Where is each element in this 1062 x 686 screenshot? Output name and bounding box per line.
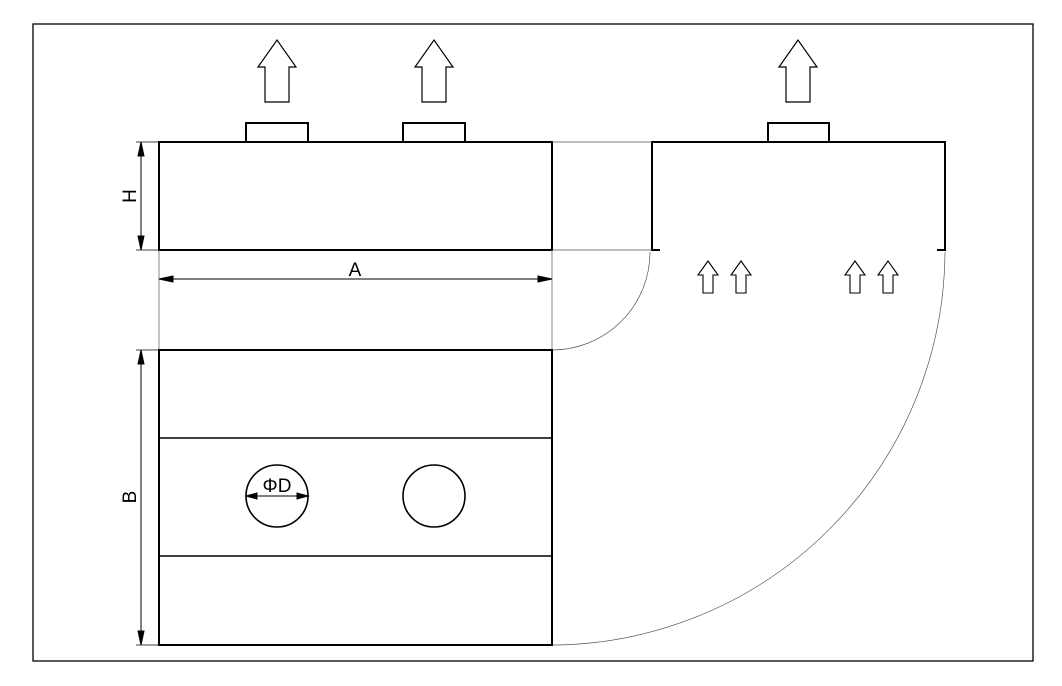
dimension-label-b: B [120, 491, 141, 504]
hood-body-side [651, 141, 946, 251]
exhaust-arrow [256, 38, 298, 103]
hood-body-plan [158, 349, 553, 646]
projection-arc-small [551, 251, 651, 351]
exhaust-arrow [777, 38, 819, 103]
exhaust-collar [767, 122, 830, 143]
dimension-label-a: A [349, 260, 362, 281]
drawing-frame [32, 23, 1034, 662]
front-view [158, 122, 553, 251]
dimension-h [136, 141, 159, 251]
dimension-a [158, 275, 553, 283]
plan-view [158, 349, 553, 646]
exhaust-collar [245, 122, 309, 143]
hood-body-front [158, 141, 553, 251]
side-view [651, 122, 946, 251]
intake-arrow [843, 260, 867, 294]
exhaust-opening [402, 464, 466, 528]
intake-arrow [729, 260, 753, 294]
intake-arrow [876, 260, 900, 294]
intake-arrow [696, 260, 720, 294]
exhaust-collar [402, 122, 466, 143]
dimension-label-d: ΦD [263, 476, 292, 497]
projection-arc-large [551, 251, 946, 646]
projection-lines [158, 141, 946, 646]
dimension-label-h: H [120, 189, 141, 203]
dimension-b [136, 349, 159, 646]
intake-arrows [696, 260, 900, 294]
dimension-d [244, 492, 310, 500]
exhaust-arrow [413, 38, 455, 103]
